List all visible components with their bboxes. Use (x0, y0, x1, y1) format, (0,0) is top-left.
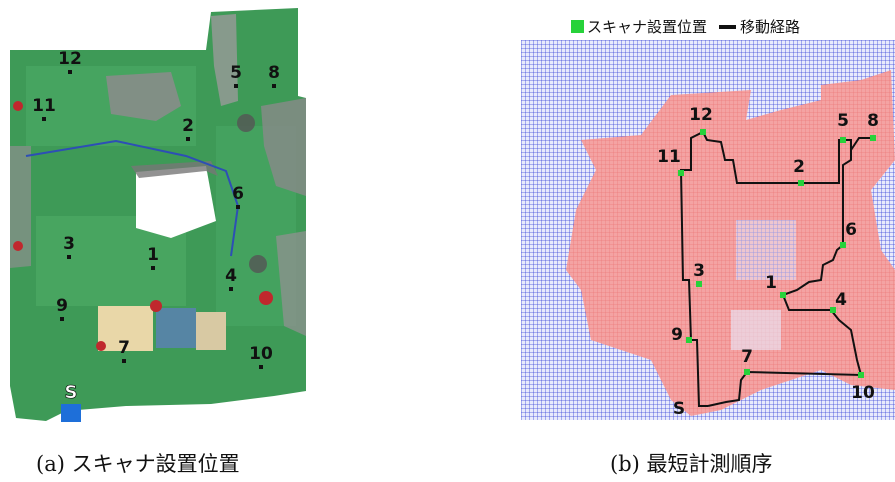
scanner-label-a-5: 5 (230, 63, 242, 83)
scanner-dot-a-9 (60, 317, 64, 321)
scanner-label-b-3: 3 (693, 261, 705, 281)
scanner-marker-b-9 (686, 337, 692, 343)
cable (25, 139, 240, 257)
scanner-label-a-11: 11 (32, 96, 56, 116)
legend: スキャナ設置位置 移動経路 (571, 16, 800, 37)
scanner-label-a-8: 8 (268, 63, 280, 83)
scanner-dot-a-2 (186, 137, 190, 141)
legend-movement-path: 移動経路 (740, 18, 801, 36)
central-void (136, 166, 216, 238)
scanner-label-b-10: 10 (851, 383, 875, 403)
movement-path (679, 130, 863, 407)
start-marker (61, 404, 81, 422)
scanner-dot-a-7 (122, 359, 126, 363)
start-label: S (65, 382, 78, 403)
scanner-dot-a-6 (236, 205, 240, 209)
scanner-label-b-7: 7 (741, 347, 753, 367)
scanner-marker-b-4 (830, 307, 836, 313)
scanner-dot-a-1 (151, 266, 155, 270)
scanner-dot-a-3 (67, 255, 71, 259)
scanner-marker-b-6 (840, 242, 846, 248)
movement-path-swatch (719, 24, 737, 29)
scanner-marker-b-7 (744, 369, 750, 375)
start-label-b: S (673, 399, 685, 419)
scanner-marker-b-8 (870, 135, 876, 141)
scanner-label-a-1: 1 (147, 245, 159, 265)
caption-b: (b) 最短計測順序 (610, 452, 773, 476)
scanner-label-b-11: 11 (657, 147, 681, 167)
scanner-label-a-12: 12 (58, 49, 82, 69)
scanner-marker-b-3 (696, 281, 702, 287)
scanner-label-b-4: 4 (835, 290, 847, 310)
scanner-label-a-6: 6 (232, 184, 244, 204)
scanner-label-b-1: 1 (765, 273, 777, 293)
scanner-marker-b-11 (678, 170, 684, 176)
scanner-label-b-8: 8 (867, 111, 879, 131)
scanner-label-b-6: 6 (845, 220, 857, 240)
scanner-marker-b-1 (780, 292, 786, 298)
scanner-dot-a-10 (259, 365, 263, 369)
scanner-dot-a-11 (42, 117, 46, 121)
scanner-dot-a-5 (234, 84, 238, 88)
scanner-position-swatch (571, 20, 584, 33)
scanner-label-a-3: 3 (63, 234, 75, 254)
scanner-marker-b-2 (798, 180, 804, 186)
scanner-position-map: S 12 11 5 8 2 6 3 1 4 9 7 10 (6, 6, 310, 426)
scanner-label-b-12: 12 (689, 105, 713, 125)
legend-scanner-position: スキャナ設置位置 (587, 18, 708, 36)
scanner-points-a: 12 11 5 8 2 6 3 1 4 9 7 10 (32, 49, 280, 369)
scanner-label-a-9: 9 (56, 296, 68, 316)
scanner-label-a-4: 4 (225, 266, 237, 286)
scanner-marker-b-10 (858, 372, 864, 378)
free-space (566, 70, 895, 416)
scanner-marker-b-5 (840, 137, 846, 143)
scanner-label-b-9: 9 (671, 325, 683, 345)
scanner-dot-a-8 (272, 84, 276, 88)
equipment-boxes (98, 306, 153, 351)
scanner-label-a-10: 10 (249, 344, 273, 364)
scanner-dot-a-4 (229, 287, 233, 291)
scanner-label-a-7: 7 (118, 338, 130, 358)
scanner-label-b-5: 5 (837, 111, 849, 131)
caption-a: (a) スキャナ設置位置 (36, 452, 240, 476)
scanner-label-b-2: 2 (793, 157, 805, 177)
wall-clutter (106, 72, 181, 121)
scanner-marker-b-12 (700, 129, 706, 135)
scanner-dot-a-12 (68, 70, 72, 74)
scanner-label-a-2: 2 (182, 116, 194, 136)
